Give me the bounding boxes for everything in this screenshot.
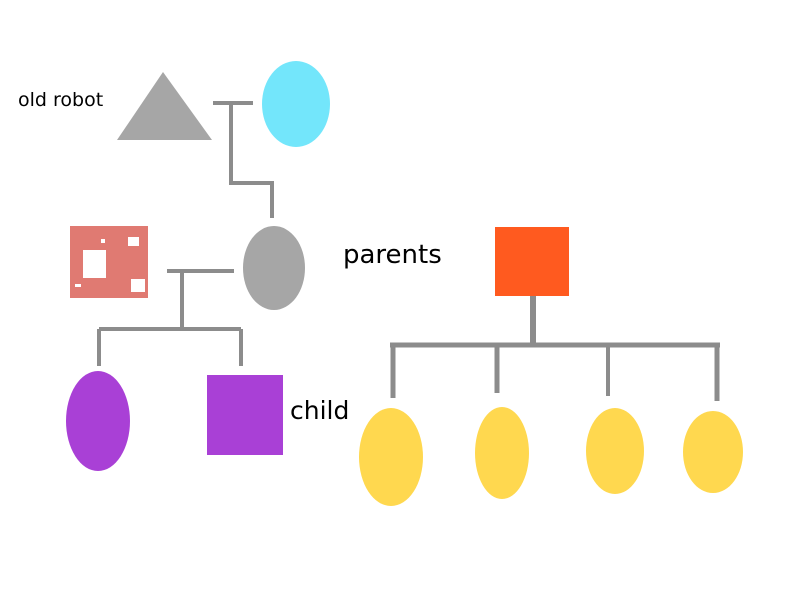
gray-circle-node bbox=[243, 226, 305, 310]
yellow-circle-child-3 bbox=[586, 408, 644, 494]
connector-lines bbox=[97, 101, 274, 366]
orange-square-parent bbox=[495, 227, 569, 296]
yellow-circle-child-1 bbox=[359, 408, 423, 506]
square-hole-large bbox=[83, 250, 106, 278]
square-hole-tiny bbox=[75, 284, 81, 287]
salmon-square-node bbox=[70, 226, 148, 298]
child-label: child bbox=[290, 396, 350, 425]
descent-line-top bbox=[229, 103, 274, 218]
cyan-circle-node bbox=[262, 61, 330, 147]
parents-label: parents bbox=[343, 240, 442, 270]
gray-triangle-node bbox=[117, 72, 212, 140]
yellow-circle-child-4 bbox=[683, 411, 743, 493]
yellow-circle-child-2 bbox=[475, 407, 529, 499]
old-robot-label: old robot bbox=[18, 89, 104, 111]
purple-circle-child bbox=[66, 371, 130, 471]
purple-square-child bbox=[207, 375, 283, 455]
square-hole-dot bbox=[101, 239, 105, 243]
square-hole-small-right bbox=[131, 279, 145, 292]
connector-lines-right bbox=[390, 296, 720, 401]
square-hole-small-top bbox=[128, 237, 139, 246]
